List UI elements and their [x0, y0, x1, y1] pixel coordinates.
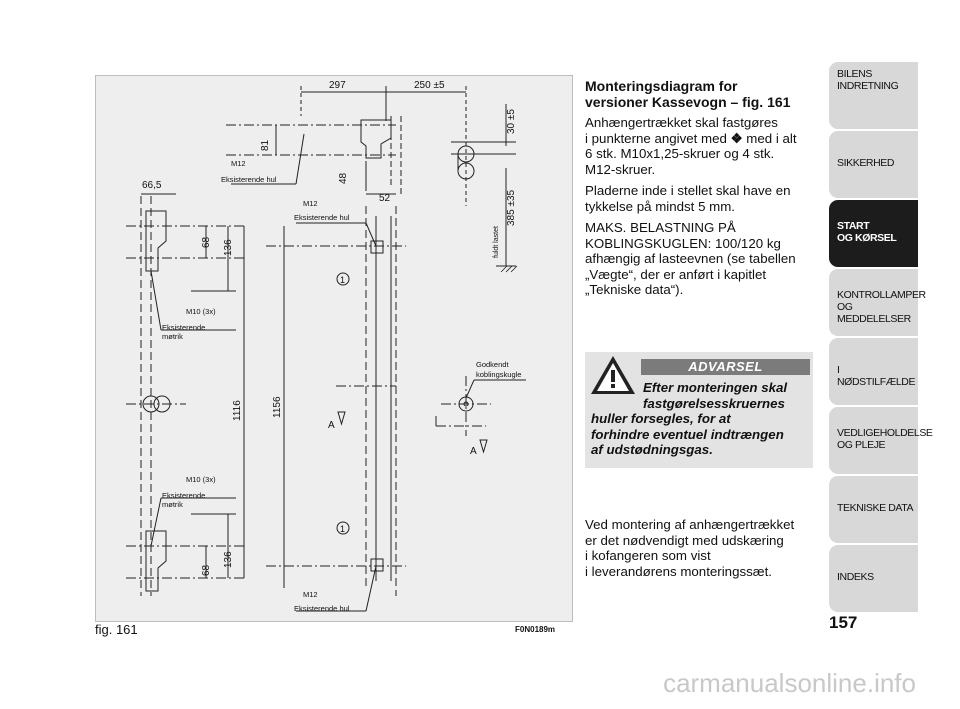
warning-triangle-icon — [591, 356, 635, 394]
warning-title: ADVARSEL — [641, 359, 810, 375]
paragraph-max-load: MAKS. BELASTNING PÅ KOBLINGSKUGLEN: 100/… — [585, 220, 796, 297]
label-eks-hul-mid: Eksisterende hul — [294, 213, 350, 222]
label-eks-hul-bottom: Eksisterende hul — [294, 604, 350, 613]
paragraph-mounting: Anhængertrækket skal fastgøres i punkter… — [585, 115, 797, 177]
paragraph-installation: Ved montering af anhængertrækket er det … — [585, 517, 795, 579]
dim-136-upper: 136 — [223, 239, 234, 256]
dim-30: 30 ±5 — [506, 109, 517, 134]
mounting-diagram: 297 250 ±5 30 ±5 385 ±35 fuldt lastet 81… — [95, 75, 573, 622]
dim-81: 81 — [260, 139, 271, 151]
figure-code: F0N0189m — [515, 625, 556, 634]
page-number: 157 — [829, 613, 858, 632]
label-m10-upper: M10 (3x) — [186, 307, 216, 316]
dim-68-upper: 68 — [201, 236, 212, 248]
warning-box: ADVARSEL Efter monteringen skal fastgøre… — [585, 352, 813, 468]
tab-sikkerhed[interactable]: SIKKERHED — [829, 131, 918, 198]
label-eks-mot-upper-2: møtrik — [162, 332, 183, 341]
dim-1116: 1116 — [232, 400, 243, 421]
warning-text: Efter monteringen skal fastgørelsesskrue… — [591, 380, 788, 457]
label-koblingskugle: koblingskugle — [476, 370, 521, 379]
callout-1-upper: 1 — [340, 275, 345, 285]
dim-385: 385 ±35 — [506, 189, 517, 226]
section-title: Monteringsdiagram for versioner Kassevog… — [585, 78, 791, 110]
tab-tekniske-data[interactable]: TEKNISKE DATA — [829, 476, 918, 543]
dim-297: 297 — [329, 80, 346, 91]
label-m10-lower: M10 (3x) — [186, 475, 216, 484]
label-godkendt: Godkendt — [476, 360, 509, 369]
dim-136-lower: 136 — [223, 551, 234, 568]
callout-1-lower: 1 — [340, 524, 345, 534]
paragraph-plates: Pladerne inde i stellet skal have en tyk… — [585, 183, 791, 214]
tab-i-nodstilfaelde[interactable]: I NØDSTILFÆLDE — [829, 338, 918, 405]
section-a-left: A — [328, 420, 335, 431]
mount-point-icon: ❖ — [730, 130, 743, 146]
main-text: Monteringsdiagram for versioner Kassevog… — [585, 78, 813, 304]
diagram-drawing: 297 250 ±5 30 ±5 385 ±35 fuldt lastet 81… — [126, 80, 526, 613]
label-m12-bottom: M12 — [303, 590, 318, 599]
section-a-right: A — [470, 446, 477, 457]
tab-indeks[interactable]: INDEKS — [829, 545, 918, 612]
dim-1156: 1156 — [272, 396, 283, 418]
label-m12-mid: M12 — [303, 199, 318, 208]
label-eks-mot-lower-2: møtrik — [162, 500, 183, 509]
dim-48: 48 — [338, 172, 349, 184]
figure-caption: fig. 161 — [95, 622, 138, 637]
dim-52: 52 — [379, 193, 391, 204]
label-m12-top: M12 — [231, 159, 246, 168]
dim-250: 250 ±5 — [414, 80, 445, 91]
label-eks-mot-lower-1: Eksisterende — [162, 491, 205, 500]
watermark: carmanualsonline.info — [663, 668, 916, 698]
dim-fuldt-lastet: fuldt lastet — [493, 226, 500, 258]
dim-66-5: 66,5 — [142, 180, 162, 191]
dim-68-lower: 68 — [201, 564, 212, 576]
label-eks-mot-upper-1: Eksisterende — [162, 323, 205, 332]
label-eks-hul-top: Eksisterende hul — [221, 175, 277, 184]
